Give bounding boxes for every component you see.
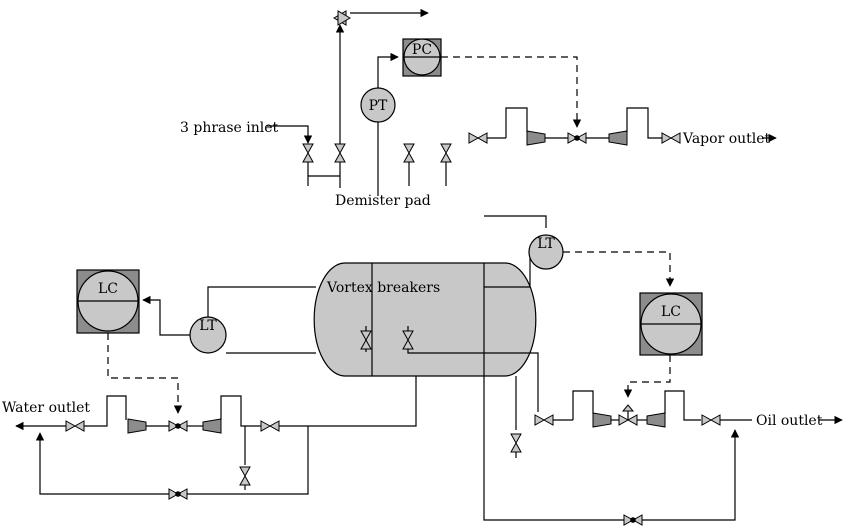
vapor-control-valve[interactable]: [567, 132, 587, 144]
water-pump-1[interactable]: [202, 418, 222, 434]
lt-oil-instrument[interactable]: LT: [528, 234, 564, 270]
pc-signal-line: [441, 56, 582, 128]
inlet-valve[interactable]: [302, 143, 314, 163]
svg-text:LT: LT: [537, 236, 555, 252]
oil-drain-valve[interactable]: [510, 433, 522, 453]
vapor-riser-valve[interactable]: [334, 143, 346, 163]
inlet-line: [267, 125, 313, 144]
svg-text:LC: LC: [661, 304, 681, 320]
lc-water-signal-line: [107, 333, 183, 414]
water-valve-1[interactable]: [260, 420, 280, 432]
oil-pump-2[interactable]: [646, 412, 666, 428]
demister-label: Demister pad: [335, 193, 431, 209]
water-bypass-line: [187, 426, 309, 495]
svg-text:PC: PC: [412, 42, 432, 58]
pc-controller[interactable]: PC: [402, 38, 442, 77]
water-drain-valve[interactable]: [239, 466, 251, 486]
pt-instrument[interactable]: PT: [360, 87, 396, 123]
oil-pump-1[interactable]: [592, 412, 612, 428]
vessel-valve-right[interactable]: [402, 326, 539, 412]
lt-water-tap-line: [207, 286, 316, 326]
svg-text:PT: PT: [369, 98, 388, 114]
water-outlet-label: Water outlet: [2, 400, 90, 416]
demister-valve-1[interactable]: [403, 143, 415, 186]
lc-water-controller[interactable]: LC: [76, 269, 140, 334]
vessel-valve-left[interactable]: [360, 326, 372, 352]
demister-valve-2[interactable]: [440, 143, 452, 186]
oil-outlet-line: [553, 390, 752, 421]
lc-oil-controller[interactable]: LC: [639, 292, 703, 356]
lt-oil-signal-line: [563, 251, 675, 287]
water-control-valve[interactable]: [168, 420, 188, 432]
relief-valve[interactable]: [333, 10, 351, 26]
oil-bypass-line: [483, 376, 624, 521]
water-bypass-valve[interactable]: [168, 488, 188, 500]
lt-oil-tap-line: [484, 215, 547, 228]
inlet-label: 3 phrase inlet: [180, 120, 279, 136]
vapor-line: [487, 107, 662, 139]
water-outlet-line: [16, 395, 261, 427]
vapor-outlet-label: Vapor outlet: [682, 131, 771, 147]
water-valve-2[interactable]: [65, 420, 85, 432]
svg-text:LC: LC: [98, 281, 118, 297]
vapor-valve-2[interactable]: [661, 132, 681, 144]
vortex-breakers-label: Vortex breakers: [326, 280, 440, 296]
svg-text:LT: LT: [199, 318, 217, 334]
inlet-bend: [307, 175, 340, 186]
oil-outlet-label: Oil outlet: [756, 413, 823, 429]
vapor-pump-1[interactable]: [526, 130, 546, 146]
vapor-pump-2[interactable]: [608, 130, 628, 146]
water-pump-2[interactable]: [127, 418, 147, 434]
vapor-valve-1[interactable]: [468, 132, 488, 144]
oil-valve-1[interactable]: [534, 414, 554, 426]
oil-bypass-valve[interactable]: [623, 514, 643, 526]
oil-control-valve[interactable]: [618, 404, 638, 426]
oil-valve-2[interactable]: [701, 414, 721, 426]
lc-oil-signal-line: [623, 355, 671, 398]
lt-water-instrument[interactable]: LT: [189, 316, 227, 354]
water-vessel-outlet: [279, 376, 417, 427]
